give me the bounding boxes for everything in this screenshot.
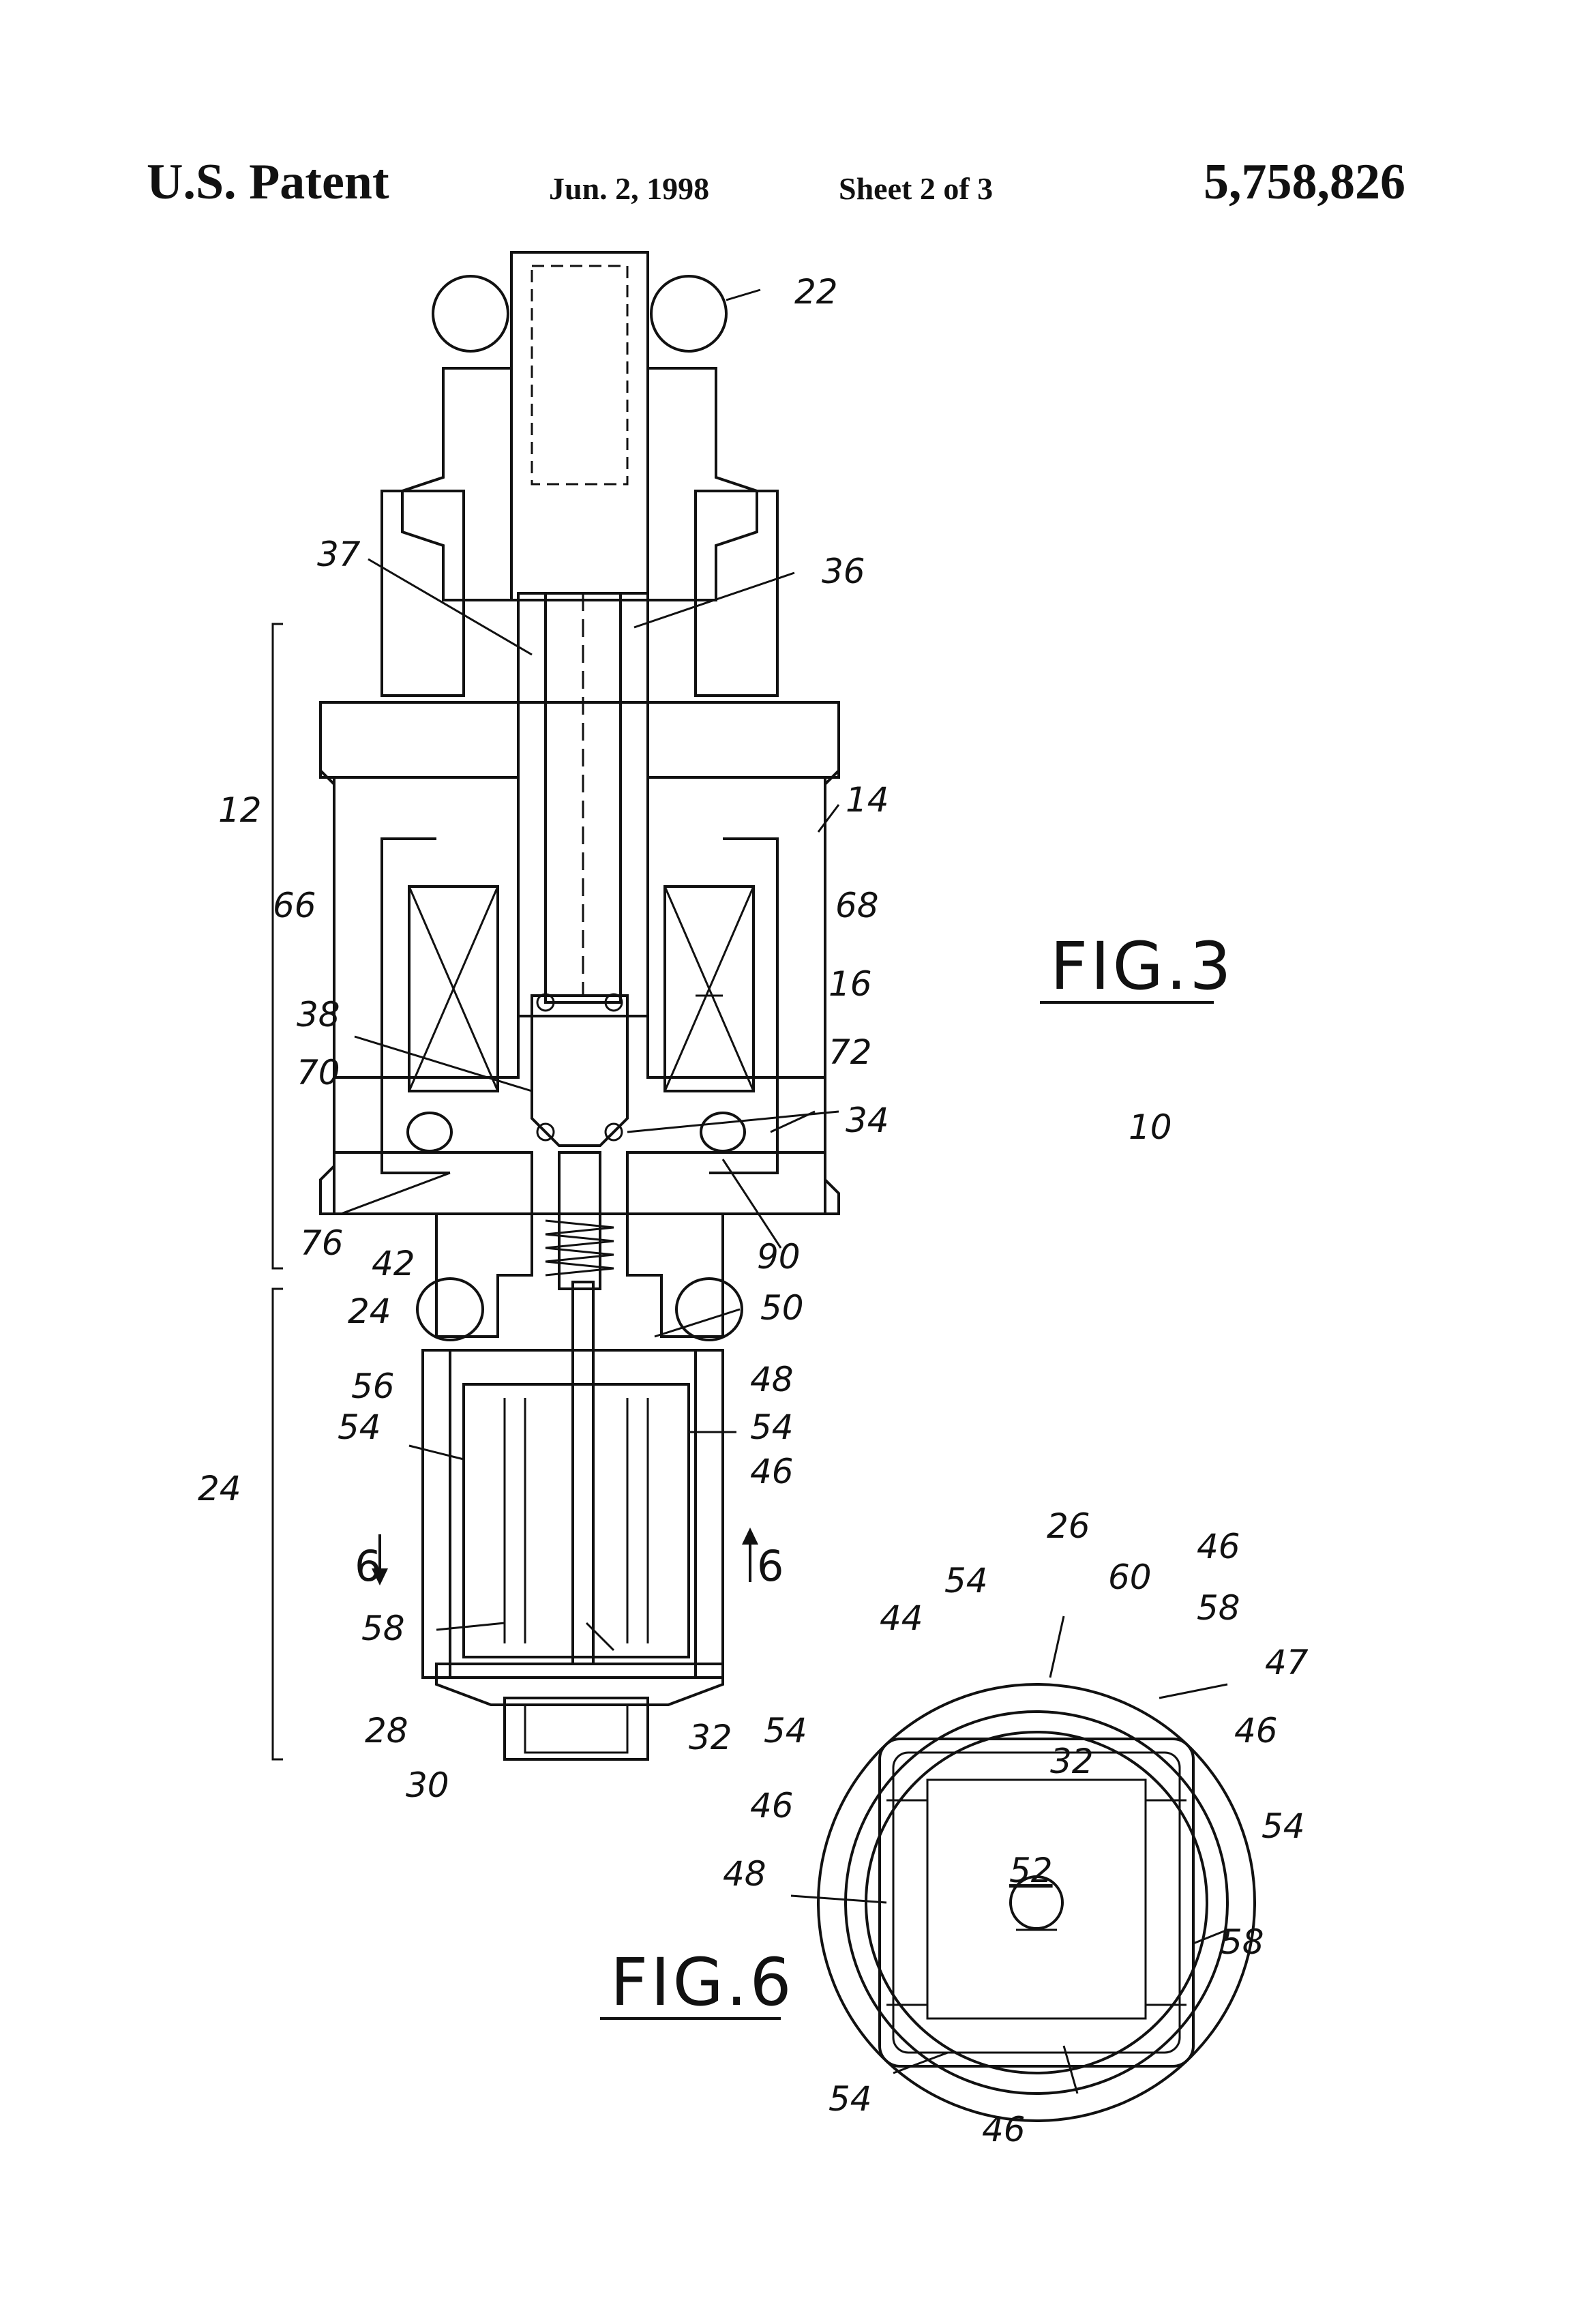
o-ring-42 <box>417 1279 483 1340</box>
ref-44: 44 <box>880 1598 923 1638</box>
o-ring-70 <box>408 1113 451 1151</box>
bonnet-left <box>402 368 511 600</box>
ref-24-upper: 24 <box>348 1292 391 1331</box>
ref-50: 50 <box>760 1288 804 1328</box>
ref-28: 28 <box>365 1711 408 1751</box>
ref-32: 32 <box>689 1718 732 1757</box>
ref-70: 70 <box>297 1053 340 1092</box>
cap-left <box>320 702 518 777</box>
ref-58: 58 <box>361 1609 405 1648</box>
ref-46-left: 46 <box>750 1786 794 1826</box>
ref-54-left-f6: 54 <box>764 1711 807 1751</box>
ref-46: 46 <box>750 1452 794 1491</box>
ref-22: 22 <box>794 272 838 312</box>
inner-ring-44 <box>866 1732 1207 2073</box>
ref-58-top: 58 <box>1197 1588 1240 1628</box>
ref-52: 52 <box>1009 1851 1053 1890</box>
ref-14: 14 <box>846 780 889 820</box>
ref-48: 48 <box>750 1360 794 1399</box>
fig3-drawing <box>273 252 839 1759</box>
ref-16: 16 <box>829 964 872 1004</box>
section-mark-right: 6 <box>757 1541 783 1591</box>
ref-76: 76 <box>300 1223 344 1263</box>
ref-47: 47 <box>1265 1643 1309 1682</box>
ref-46-right: 46 <box>1234 1711 1278 1751</box>
pilot-rod-32 <box>573 1282 593 1664</box>
pilot-stem <box>559 1152 600 1289</box>
ref-26: 26 <box>1047 1506 1090 1546</box>
ref-38: 38 <box>297 995 340 1034</box>
ref-10: 10 <box>1129 1107 1172 1147</box>
ref-46-bottom: 46 <box>982 2110 1026 2149</box>
ref-32-f6: 32 <box>1050 1742 1094 1781</box>
ref-60: 60 <box>1108 1558 1152 1597</box>
section-mark-left: 6 <box>355 1541 381 1591</box>
bracket-12 <box>273 624 283 1268</box>
housing-14 <box>320 702 839 1214</box>
o-ring-22 <box>433 276 508 351</box>
ref-46-top: 46 <box>1197 1527 1240 1566</box>
nut-left <box>382 491 464 696</box>
ref-34: 34 <box>846 1101 889 1140</box>
ref-30: 30 <box>406 1766 449 1805</box>
ref-54-left: 54 <box>338 1407 381 1447</box>
sleeve-48-ring <box>846 1712 1227 2094</box>
ref-42: 42 <box>372 1244 415 1283</box>
fig3-label: FIG.3 <box>1050 928 1234 1004</box>
filter-square-inner <box>893 1753 1180 2053</box>
ref-90: 90 <box>757 1237 801 1277</box>
ref-37: 37 <box>317 535 361 574</box>
ref-56: 56 <box>351 1367 395 1406</box>
ref-48-f6: 48 <box>723 1854 766 1894</box>
ref-54-right: 54 <box>750 1407 794 1447</box>
ref-68: 68 <box>835 886 879 925</box>
ref-36: 36 <box>822 552 865 591</box>
fig6-label: FIG.6 <box>610 1944 794 2021</box>
ref-58-bottom: 58 <box>1221 1922 1264 1962</box>
o-ring-90 <box>701 1113 745 1151</box>
spring <box>546 1221 614 1275</box>
o-ring-22-right <box>651 276 726 351</box>
filter-frame-46 <box>464 1384 689 1657</box>
o-ring-50 <box>676 1279 742 1340</box>
ref-54-bottom: 54 <box>829 2079 872 2119</box>
ref-72: 72 <box>829 1032 872 1072</box>
ref-54-right-f6: 54 <box>1262 1806 1305 1846</box>
sleeve-48 <box>696 1350 723 1678</box>
bracket-24 <box>273 1289 283 1759</box>
ref-12: 12 <box>218 790 262 830</box>
ref-54-top: 54 <box>944 1561 988 1600</box>
stem-socket <box>532 266 627 484</box>
bonnet-right <box>648 368 757 600</box>
ref-66: 66 <box>273 886 316 925</box>
cap-right <box>648 702 839 777</box>
frame-66 <box>382 839 450 1173</box>
ref-24-lower: 24 <box>198 1469 241 1508</box>
plate-52 <box>927 1780 1146 2018</box>
